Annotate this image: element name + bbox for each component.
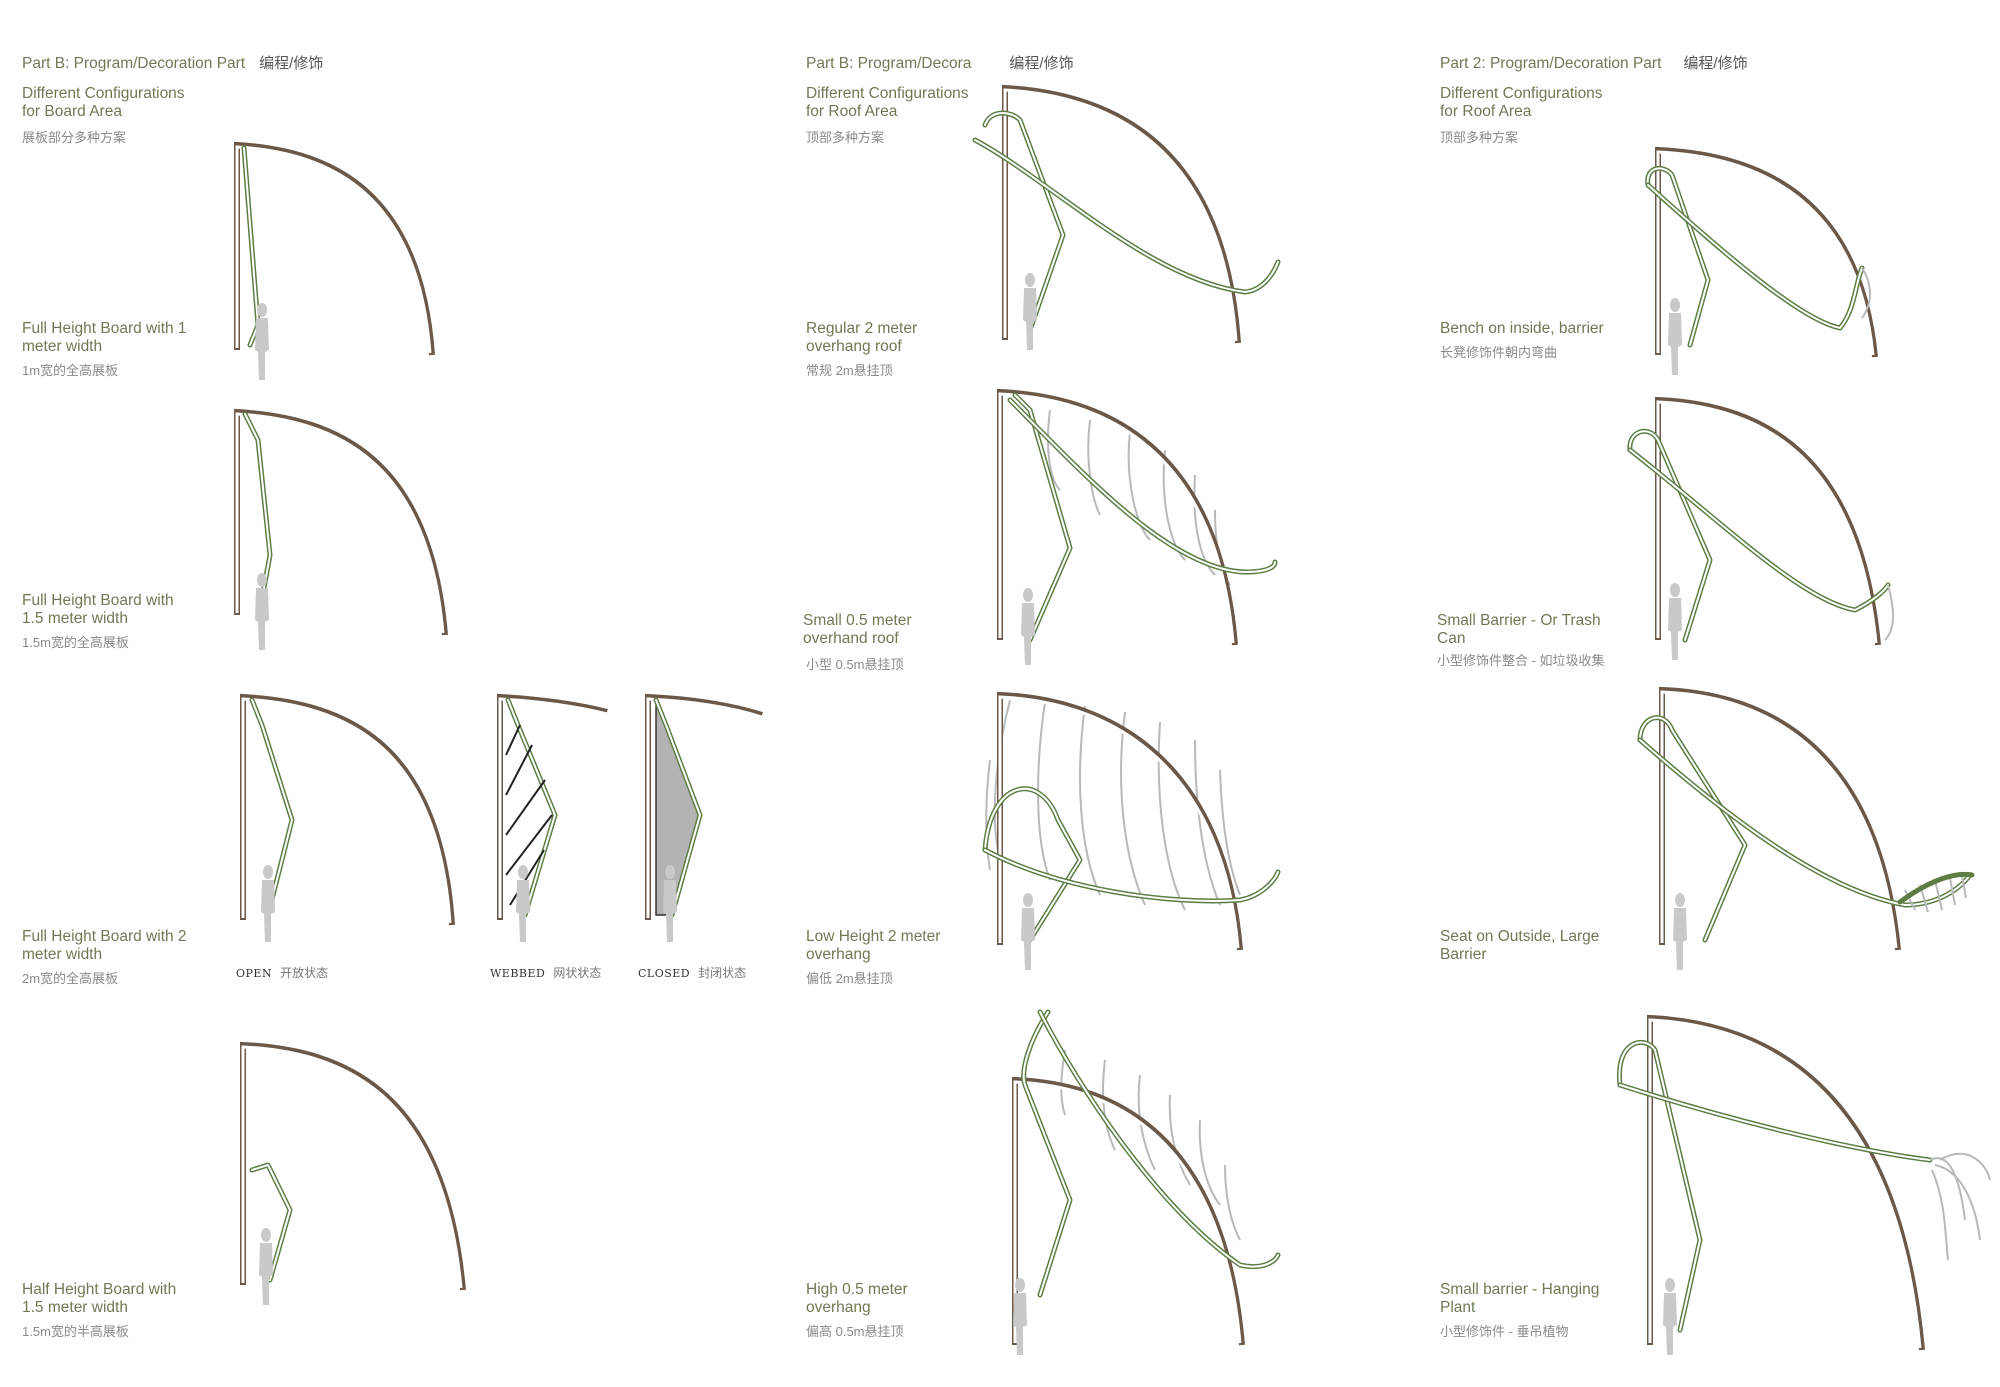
col2-item2-en: Small 0.5 meter overhand roof	[803, 612, 912, 647]
col1-heading-en: Part B: Program/Decoration Part	[22, 55, 246, 72]
col1-item4-en: Half Height Board with 1.5 meter width	[22, 1281, 177, 1316]
col3-subtitle-en: Different Configurations for Roof Area	[1440, 85, 1603, 120]
col3-item4-zh: 小型修饰件 - 垂吊植物	[1440, 1324, 1569, 1339]
barrier-bench-inside-drawing	[1645, 146, 1878, 375]
col3-heading-en: Part 2: Program/Decoration Part	[1440, 55, 1662, 72]
board-full-2m-webbed-drawing	[497, 693, 608, 942]
person-icon	[1023, 273, 1037, 350]
col2-item1-zh: 常规 2m悬挂顶	[806, 363, 893, 378]
col1-item3-en: Full Height Board with 2 meter width	[22, 928, 187, 963]
col1-heading: Part B: Program/Decoration Part 编程/修饰	[22, 52, 323, 73]
col2-subtitle-en: Different Configurations for Roof Area	[806, 85, 969, 120]
person-icon	[1021, 588, 1035, 665]
col3-item3-en: Seat on Outside, Large Barrier	[1440, 928, 1600, 963]
col2-heading-en: Part B: Program/Decora	[806, 55, 972, 72]
person-icon	[1668, 583, 1682, 660]
col2-item3-en: Low Height 2 meter overhang	[806, 928, 941, 963]
col1-heading-zh: 编程/修饰	[259, 55, 324, 72]
col1-item1-en: Full Height Board with 1 meter width	[22, 320, 187, 355]
person-icon	[1668, 298, 1682, 375]
barrier-seat-outside-drawing	[1637, 686, 1975, 970]
board-full-1m-drawing	[234, 141, 435, 380]
roof-low-2m-drawing	[982, 691, 1281, 970]
col1-subtitle-zh: 展板部分多种方案	[22, 130, 127, 145]
col2-heading-zh: 编程/修饰	[1009, 55, 1074, 72]
person-icon	[1021, 893, 1035, 970]
col3-item4-en: Small barrier - Hanging Plant	[1440, 1281, 1600, 1316]
barrier-hanging-plant-drawing	[1616, 1014, 1991, 1355]
barrier-trash-can-drawing	[1627, 396, 1894, 660]
board-full-2m-open-drawing	[240, 693, 455, 942]
col3-item1-en: Bench on inside, barrier	[1440, 320, 1604, 337]
board-full-1-5m-drawing	[234, 408, 448, 650]
board-half-1-5m-drawing	[240, 1041, 466, 1305]
col2-item3-zh: 偏低 2m悬挂顶	[806, 971, 893, 986]
roof-small-0-5m-drawing	[997, 388, 1278, 665]
col1-item2-en: Full Height Board with 1.5 meter width	[22, 592, 174, 627]
col2-item4-en: High 0.5 meter overhang	[806, 1281, 908, 1316]
person-icon	[1673, 893, 1687, 970]
col2-item2-zh: 小型 0.5m悬挂顶	[806, 657, 904, 672]
col3-item2-en: Small Barrier - Or Trash Can	[1437, 612, 1601, 647]
col3-item1-zh: 长凳修饰件朝内弯曲	[1440, 345, 1558, 360]
col2-item4-zh: 偏高 0.5m悬挂顶	[806, 1324, 904, 1339]
col3-item2-zh: 小型修饰件整合 - 如垃圾收集	[1437, 653, 1605, 668]
col1-subtitle-en: Different Configurations for Board Area	[22, 85, 185, 120]
col3-heading-zh: 编程/修饰	[1683, 55, 1748, 72]
col3-heading: Part 2: Program/Decoration Part 编程/修饰	[1440, 52, 1748, 73]
roof-high-0-5m-drawing	[1012, 1009, 1281, 1355]
roof-regular-2m-drawing	[972, 84, 1281, 350]
col1-item2-zh: 1.5m宽的全高展板	[22, 635, 129, 650]
person-icon	[1663, 1278, 1677, 1355]
col3-subtitle-zh: 顶部多种方案	[1440, 130, 1519, 145]
person-icon	[261, 865, 275, 942]
col1-item3-zh: 2m宽的全高展板	[22, 971, 119, 986]
col1-item4-zh: 1.5m宽的半高展板	[22, 1324, 129, 1339]
col1-item1-zh: 1m宽的全高展板	[22, 363, 119, 378]
col2-heading: Part B: Program/Decora 编程/修饰	[806, 52, 1074, 73]
col2-item1-en: Regular 2 meter overhang roof	[806, 320, 918, 355]
col2-subtitle-zh: 顶部多种方案	[806, 130, 885, 145]
board-full-2m-closed-drawing	[645, 693, 763, 942]
person-icon	[259, 1228, 273, 1305]
